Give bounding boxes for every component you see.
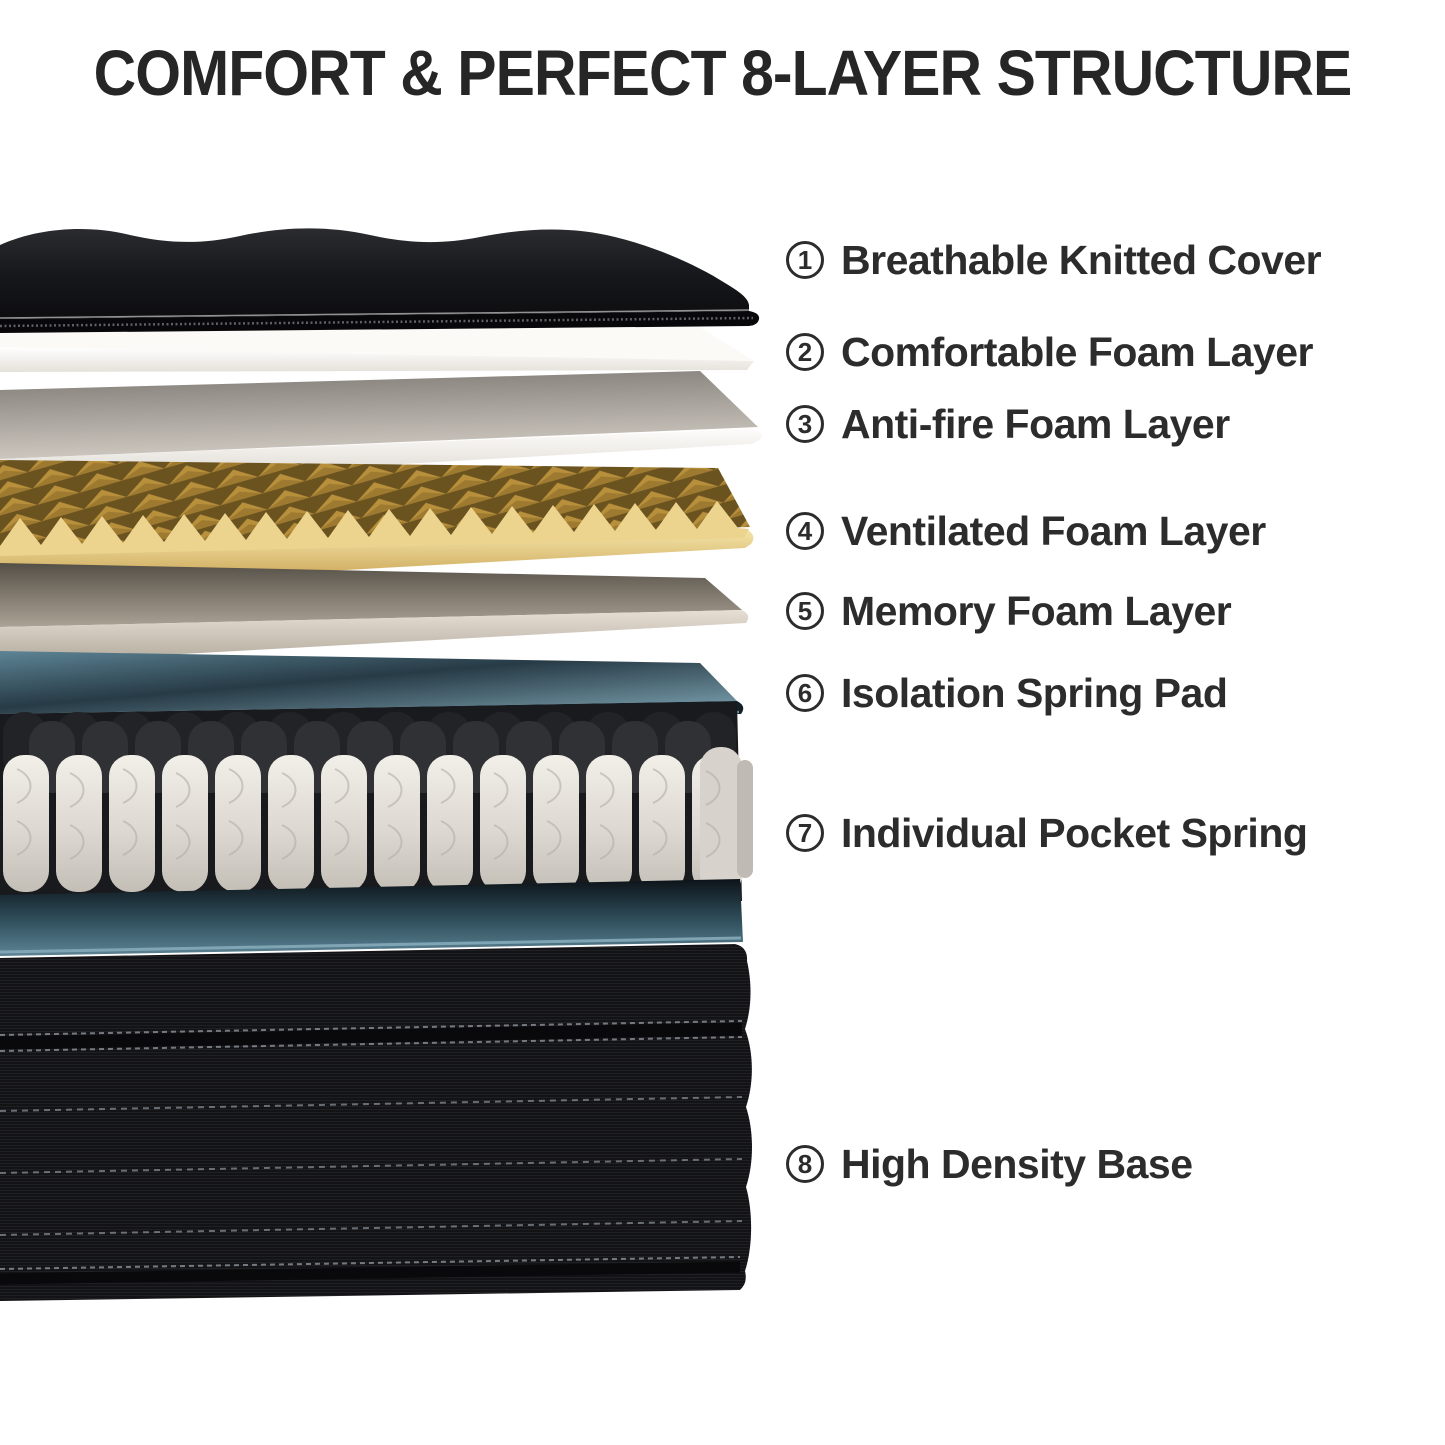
layer-label-text-5: Memory Foam Layer [841,587,1232,634]
layer-label-4: 4 Ventilated Foam Layer [786,503,1266,559]
page-title: COMFORT & PERFECT 8-LAYER STRUCTURE [93,37,1353,109]
layer-label-text-4: Ventilated Foam Layer [841,507,1266,554]
circled-number-3: 3 [786,405,824,443]
circled-number-2: 2 [786,333,824,371]
circled-number-4: 4 [786,512,824,550]
layer-label-5: 5 Memory Foam Layer [786,583,1232,639]
layer-label-2: 2 Comfortable Foam Layer [786,324,1314,380]
layer-label-text-7: Individual Pocket Spring [841,809,1308,856]
memory-foam-layer [0,563,749,664]
circled-number-8: 8 [786,1145,824,1183]
layer-label-3: 3 Anti-fire Foam Layer [786,396,1230,452]
layer-label-6: 6 Isolation Spring Pad [786,665,1228,721]
circled-number-5: 5 [786,592,824,630]
knitted-cover-layer [0,228,760,333]
layer-label-1: 1 Breathable Knitted Cover [786,232,1322,288]
layer-label-text-3: Anti-fire Foam Layer [841,400,1230,447]
high-density-base-layer [0,944,752,1301]
base-spring-pad [0,879,743,956]
circled-number-7: 7 [786,814,824,852]
pocket-springs-layer [0,702,753,911]
layer-label-text-2: Comfortable Foam Layer [841,328,1314,375]
ventilated-foam-layer [0,460,754,589]
circled-number-1: 1 [786,241,824,279]
layer-label-text-6: Isolation Spring Pad [841,669,1228,716]
layer-label-text-1: Breathable Knitted Cover [841,236,1322,283]
mattress-illustration [0,228,762,1301]
layer-label-text-8: High Density Base [841,1140,1193,1187]
layer-label-8: 8 High Density Base [786,1136,1193,1192]
circled-number-6: 6 [786,674,824,712]
layer-label-7: 7 Individual Pocket Spring [786,805,1308,861]
